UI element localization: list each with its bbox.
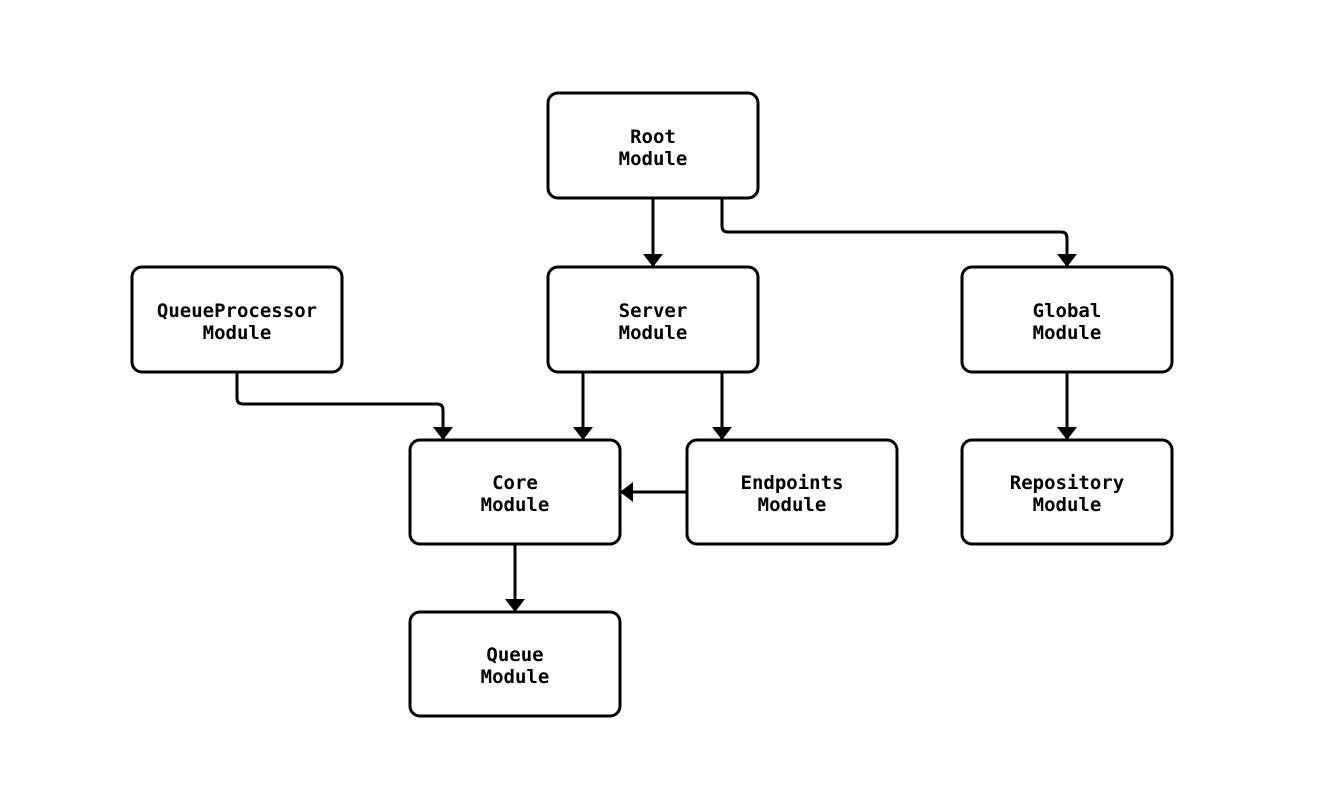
node-label-line1: Core (492, 472, 538, 494)
node-label-line2: Module (481, 494, 550, 516)
node-label-line2: Module (758, 494, 827, 516)
node-box (546, 91, 760, 200)
node-label-line2: Module (619, 322, 688, 344)
node-label-line2: Module (619, 148, 688, 170)
node-label-line1: Global (1033, 300, 1102, 322)
node-label-line2: Module (1033, 494, 1102, 516)
node-endpoints-module: Endpoints Module (685, 438, 899, 546)
node-box (960, 265, 1174, 374)
node-box (130, 265, 344, 374)
node-label-line1: Repository (1010, 472, 1124, 494)
edge-queueprocessor-to-core (235, 372, 453, 440)
node-global-module: Global Module (960, 265, 1174, 374)
node-label-line2: Module (203, 322, 272, 344)
node-box (408, 438, 622, 546)
node-box (546, 265, 760, 374)
node-box (685, 438, 899, 546)
node-queueprocessor-module: QueueProcessor Module (130, 265, 344, 374)
node-box (408, 610, 622, 718)
node-server-module: Server Module (546, 265, 760, 374)
edge-root-to-global (720, 198, 1077, 267)
node-label-line1: Root (630, 126, 676, 148)
node-core-module: Core Module (408, 438, 622, 546)
node-root-module: Root Module (546, 91, 760, 200)
node-label-line1: QueueProcessor (157, 300, 317, 322)
node-queue-module: Queue Module (408, 610, 622, 718)
node-label-line2: Module (481, 666, 550, 688)
node-label-line1: Endpoints (741, 472, 844, 494)
node-label-line1: Queue (486, 644, 543, 666)
node-box (960, 438, 1174, 546)
node-repository-module: Repository Module (960, 438, 1174, 546)
node-label-line2: Module (1033, 322, 1102, 344)
edge-group (235, 198, 1077, 612)
node-label-line1: Server (619, 300, 688, 322)
